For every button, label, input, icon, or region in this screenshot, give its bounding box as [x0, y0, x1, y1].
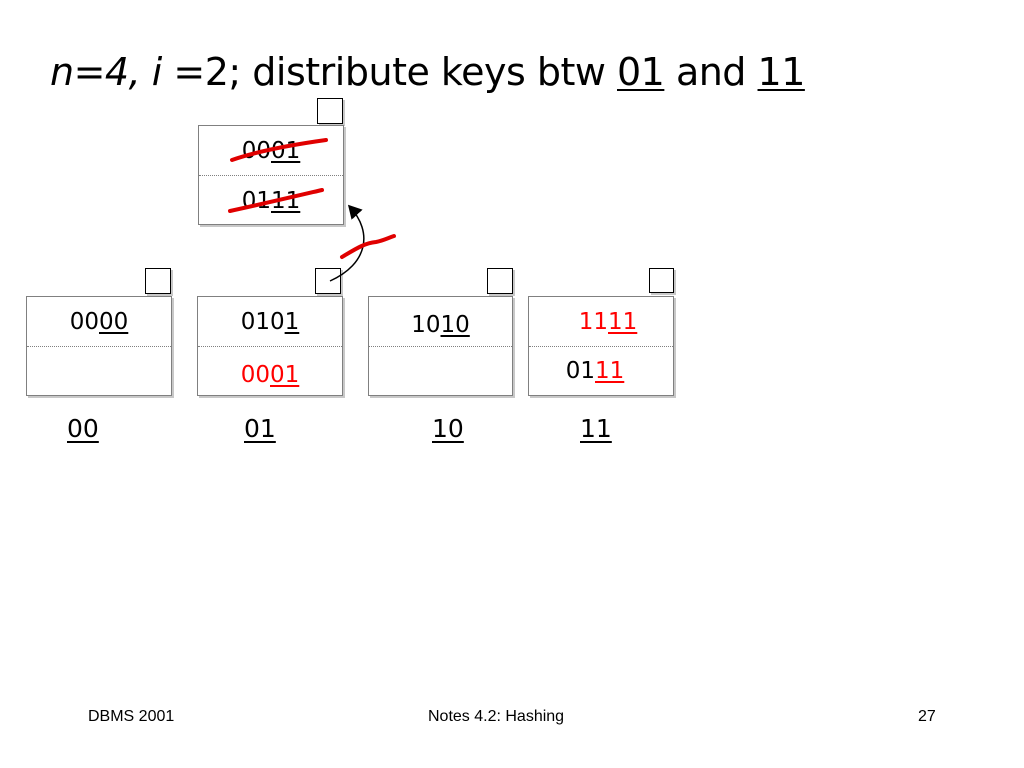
bucket-01-slot-1: 0101	[198, 297, 342, 347]
bucket-01-slot-2-prefix: 00	[240, 362, 270, 388]
bucket-label-01: 01	[244, 414, 276, 443]
bucket-10: 1010	[368, 296, 513, 396]
bucket-00-slot-1-prefix: 00	[69, 309, 99, 335]
bucket-11-slot-1-suffix: 11	[608, 309, 638, 335]
bucket-01: 0101 0001	[197, 296, 343, 396]
bucket-11: 1111 0111	[528, 296, 674, 396]
bucket-label-11: 11	[580, 414, 612, 443]
overflow-pointer-box	[317, 98, 343, 124]
bucket-10-slot-1: 1010	[369, 297, 512, 347]
bucket-00-slot-1: 0000	[27, 297, 171, 347]
bucket-00: 0000	[26, 296, 172, 396]
bucket-10-slot-1-suffix: 10	[440, 312, 470, 338]
title-i-part: i	[151, 50, 163, 94]
bucket-01-slot-1-prefix: 010	[240, 309, 285, 335]
bucket-11-slot-1: 1111	[529, 297, 673, 347]
bucket-label-10: 10	[432, 414, 464, 443]
strike-overflow-slot-2	[228, 188, 324, 213]
bucket-01-slot-2-suffix: 01	[270, 362, 300, 388]
title-key-b: 11	[757, 50, 806, 94]
overflow-slot-1-suffix: 01	[271, 138, 301, 164]
footer-center: Notes 4.2: Hashing	[428, 708, 565, 725]
bucket-00-slot-1-suffix: 00	[99, 309, 129, 335]
bucket-11-pointer-box	[649, 268, 674, 293]
pointer-arrow	[329, 204, 365, 282]
bucket-10-slot-1-prefix: 10	[411, 312, 441, 338]
title-key-a: 01	[617, 50, 665, 94]
slide-title: n=4, i =2; distribute keys btw 01 and 11	[50, 50, 805, 94]
footer-page-number: 27	[918, 708, 936, 725]
title-n-part: n=4,	[50, 50, 152, 94]
bucket-11-slot-1-prefix: 11	[578, 309, 608, 335]
strike-pointer-arrow	[340, 234, 396, 259]
bucket-01-slot-2: 0001	[198, 347, 342, 397]
bucket-01-slot-1-suffix: 1	[284, 309, 300, 335]
bucket-00-pointer-box	[145, 268, 171, 294]
footer-left: DBMS 2001	[88, 708, 175, 725]
bucket-11-slot-2-prefix: 01	[565, 358, 595, 384]
title-eq-part: =2; distribute keys btw	[161, 50, 617, 94]
bucket-label-00: 00	[67, 414, 99, 443]
strike-overflow-slot-1	[230, 138, 328, 162]
bucket-11-slot-2-suffix: 11	[595, 358, 625, 384]
title-and: and	[664, 50, 758, 94]
bucket-01-pointer-box	[315, 268, 341, 294]
bucket-10-pointer-box	[487, 268, 513, 294]
bucket-11-slot-2: 0111	[529, 343, 673, 393]
